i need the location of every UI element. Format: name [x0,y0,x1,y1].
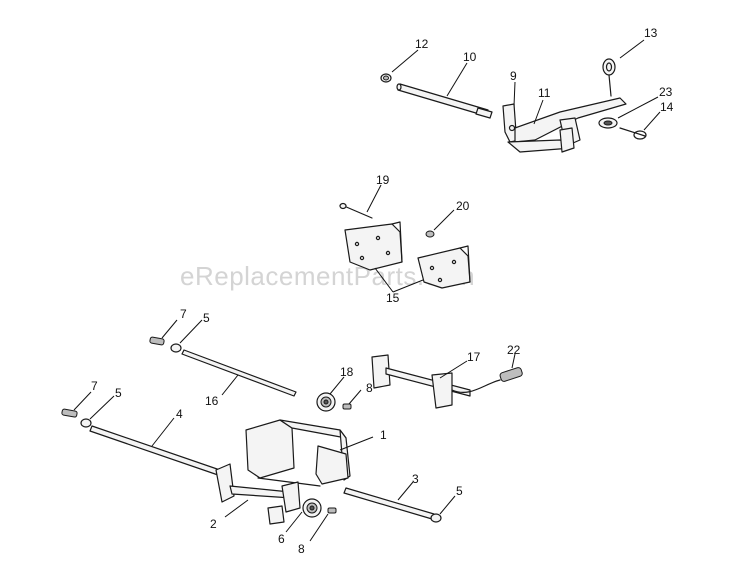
part-2-bracket [215,463,301,525]
callout-8-lower: 8 [298,542,305,556]
callout-10: 10 [463,50,477,64]
part-5-nut-lower-right [430,513,442,523]
part-22-grip [499,367,523,382]
callout-11: 11 [538,86,551,100]
part-5-nut-upper [170,343,182,353]
part-4-rod [89,425,221,476]
part-8-spring-lower [327,507,337,514]
part-7-spring-upper [149,336,165,346]
part-lever-arm [507,97,627,153]
part-17-linkage [371,354,501,409]
callout-5-lower-right: 5 [456,484,463,498]
part-14-clip [619,127,647,140]
callout-14: 14 [660,100,674,114]
callout-22: 22 [507,343,521,357]
callout-18: 18 [340,365,354,379]
callout-4: 4 [176,407,183,421]
part-3-rod [343,487,435,520]
callout-6: 6 [278,532,285,546]
callout-8-upper: 8 [366,381,373,395]
callout-1: 1 [380,428,387,442]
callout-labels: 12 10 9 11 13 23 14 19 20 15 7 5 17 22 1… [91,26,674,556]
callout-13: 13 [644,26,658,40]
part-19-bolt [339,202,373,219]
part-10-shaft [396,83,493,119]
callout-5-lower-left: 5 [115,386,122,400]
leader-lines [73,39,661,542]
part-13-eyebolt [602,58,616,97]
part-1-bracket [245,419,351,487]
callout-7-lower: 7 [91,379,98,393]
part-15-plate-left [344,221,403,271]
part-23-washer [598,117,618,129]
part-12-pin [380,73,392,83]
callout-2: 2 [210,517,217,531]
callout-17: 17 [467,350,481,364]
part-18-pulley [316,392,336,412]
part-20-nut [425,230,435,238]
part-5-nut-lower-left [80,418,92,428]
callout-3: 3 [412,472,419,486]
callout-12: 12 [415,37,429,51]
part-16-rod [181,349,297,397]
callout-5-upper: 5 [203,311,210,325]
part-7-spring-lower [61,408,78,418]
callout-15: 15 [386,291,400,305]
part-6-pulley [302,498,322,518]
callout-20: 20 [456,199,470,213]
callout-7-upper: 7 [180,307,187,321]
callout-19: 19 [376,173,390,187]
callout-16: 16 [205,394,219,408]
callout-23: 23 [659,85,673,99]
callout-9: 9 [510,69,517,83]
part-8-spring-upper [342,403,352,410]
part-15-plate-right [417,245,471,289]
